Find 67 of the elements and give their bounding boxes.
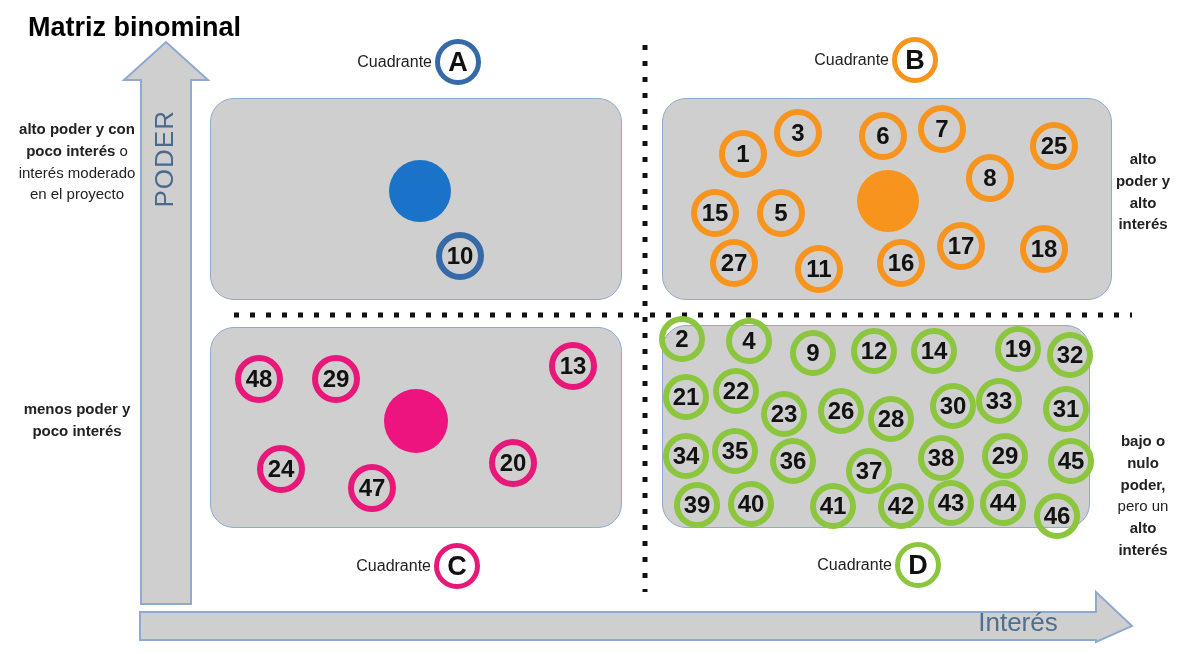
letter-circle: D — [895, 542, 941, 588]
quadrant-panel — [210, 98, 622, 300]
number-circle: 3 — [774, 109, 822, 157]
number-circle: 32 — [1047, 332, 1093, 378]
number-circle: 42 — [878, 483, 924, 529]
number-circle: 19 — [995, 326, 1041, 372]
quadrant-description: bajo o nulo poder, pero un alto interés — [1116, 431, 1170, 560]
letter-circle: C — [434, 543, 480, 589]
number-circle: 26 — [818, 388, 864, 434]
number-circle: 7 — [918, 105, 966, 153]
number-circle: 11 — [795, 245, 843, 293]
number-circle: 20 — [489, 439, 537, 487]
quadrant-description: Interés — [977, 606, 1059, 639]
quadrant-panel — [662, 98, 1112, 300]
quadrant-label: Cuadrante — [814, 51, 889, 69]
number-circle: 15 — [691, 189, 739, 237]
number-circle: 4 — [726, 318, 772, 364]
number-circle: 6 — [859, 112, 907, 160]
number-circle: 46 — [1034, 493, 1080, 539]
number-circle: 27 — [710, 239, 758, 287]
letter-circle: A — [435, 39, 481, 85]
number-circle: 16 — [877, 239, 925, 287]
number-circle: 2 — [659, 316, 705, 362]
number-circle: 40 — [728, 481, 774, 527]
number-circle: 38 — [918, 435, 964, 481]
number-circle: 47 — [348, 464, 396, 512]
number-circle: 18 — [1020, 225, 1068, 273]
quadrant-label: Cuadrante — [817, 556, 892, 574]
number-circle: 12 — [851, 328, 897, 374]
number-circle: 30 — [930, 383, 976, 429]
number-circle: 44 — [980, 480, 1026, 526]
number-circle: 48 — [235, 355, 283, 403]
number-circle: 5 — [757, 189, 805, 237]
axis-label: PODER — [148, 110, 180, 208]
number-circle: 37 — [846, 448, 892, 494]
number-circle: 8 — [966, 154, 1014, 202]
number-circle: 29 — [982, 433, 1028, 479]
number-circle: 1 — [719, 130, 767, 178]
number-circle: 25 — [1030, 122, 1078, 170]
quadrant-description: menos poder y poco interés — [22, 399, 132, 441]
number-circle: 31 — [1043, 386, 1089, 432]
quadrant-label: Cuadrante — [356, 557, 431, 575]
number-circle: 34 — [663, 433, 709, 479]
quadrant-panel — [210, 327, 622, 528]
number-circle: 21 — [663, 374, 709, 420]
number-circle: 9 — [790, 330, 836, 376]
number-circle: 36 — [770, 438, 816, 484]
number-circle: 45 — [1048, 438, 1094, 484]
number-circle: 33 — [976, 378, 1022, 424]
number-circle: 10 — [436, 232, 484, 280]
number-circle: 41 — [810, 483, 856, 529]
quadrant-description: alto poder y con poco interés o interés moderado en el proyecto — [17, 119, 137, 205]
number-circle: 22 — [713, 368, 759, 414]
number-circle: 23 — [761, 391, 807, 437]
number-circle: 28 — [868, 396, 914, 442]
number-circle: 17 — [937, 222, 985, 270]
number-circle: 39 — [674, 482, 720, 528]
number-circle: 24 — [257, 445, 305, 493]
number-circle: 29 — [312, 355, 360, 403]
quadrant-description: alto poder y alto interés — [1114, 149, 1172, 235]
diagram-title: Matriz binominal — [28, 12, 241, 43]
letter-circle: B — [892, 37, 938, 83]
number-circle: 13 — [549, 342, 597, 390]
number-circle: 35 — [712, 428, 758, 474]
quadrant-label: Cuadrante — [357, 53, 432, 71]
number-circle: 14 — [911, 328, 957, 374]
number-circle: 43 — [928, 480, 974, 526]
